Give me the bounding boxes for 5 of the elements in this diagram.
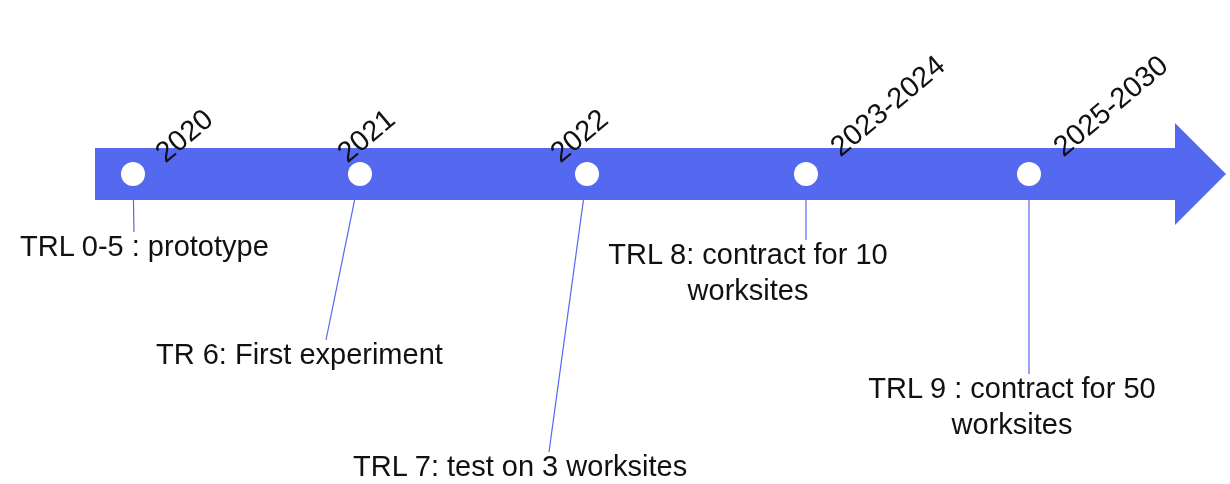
milestone-text: TR 6: First experiment xyxy=(156,336,496,372)
milestone-text: TRL 8: contract for 10 worksites xyxy=(598,236,898,308)
milestone-text: TRL 9 : contract for 50 worksites xyxy=(862,370,1162,442)
milestone-text: TRL 0-5 : prototype xyxy=(20,228,320,264)
milestone-text: TRL 7: test on 3 worksites xyxy=(353,448,753,484)
